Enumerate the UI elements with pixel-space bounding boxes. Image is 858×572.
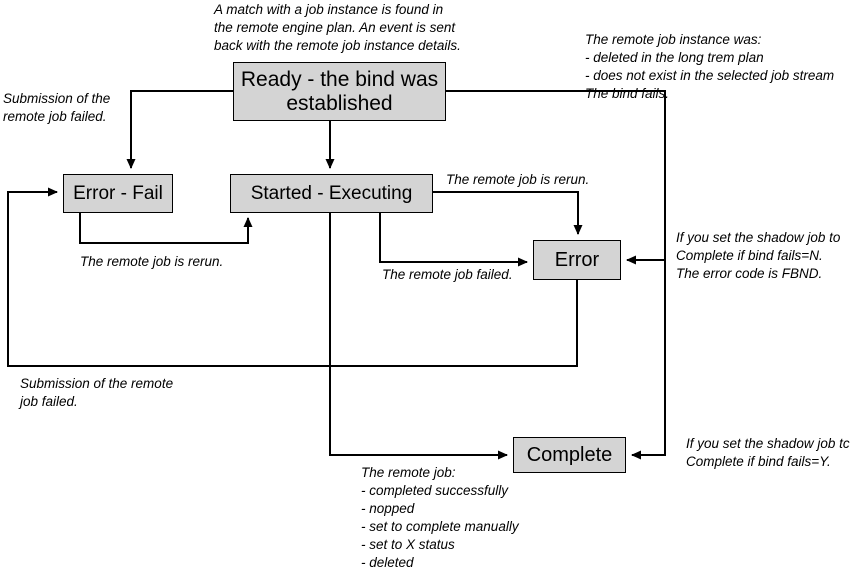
note-bind-fails-n: If you set the shadow job to Complete if… (676, 230, 841, 281)
state-ready-label: Ready - the bind was established (240, 67, 439, 115)
state-started-executing[interactable]: Started - Executing (230, 174, 433, 213)
edge-started-failed-to-error (379, 213, 528, 267)
state-error-fail-label: Error - Fail (73, 182, 163, 204)
state-complete-label: Complete (526, 443, 613, 466)
note-remote-job-deleted: The remote job instance was: - deleted i… (585, 32, 835, 101)
edge-started-rerun-to-error (433, 191, 583, 235)
state-started-executing-label: Started - Executing (250, 182, 413, 204)
note-remote-job-rerun-left: The remote job is rerun. (80, 254, 224, 269)
state-error-label: Error (554, 248, 600, 271)
edge-error-fail-rerun-to-started (79, 213, 253, 244)
state-error[interactable]: Error (533, 240, 621, 280)
note-bind-fails-y: If you set the shadow job tc Complete if… (686, 436, 850, 469)
note-submission-failed-bottom: Submission of the remote job failed. (20, 376, 174, 409)
note-remote-job-outcomes: The remote job: - completed successfully… (361, 465, 519, 570)
note-submission-failed-top: Submission of the remote job failed. (3, 91, 111, 124)
edge-started-to-complete (329, 213, 508, 460)
state-complete[interactable]: Complete (513, 437, 626, 473)
state-ready[interactable]: Ready - the bind was established (233, 62, 446, 121)
note-remote-job-rerun-right: The remote job is rerun. (446, 172, 590, 187)
note-remote-job-failed: The remote job failed. (382, 267, 513, 282)
note-match-found: A match with a job instance is found in … (214, 2, 461, 53)
state-diagram-canvas: Ready - the bind was established Error -… (3, 2, 850, 570)
edge-rail-to-complete (631, 260, 666, 460)
state-error-fail[interactable]: Error - Fail (63, 174, 173, 213)
